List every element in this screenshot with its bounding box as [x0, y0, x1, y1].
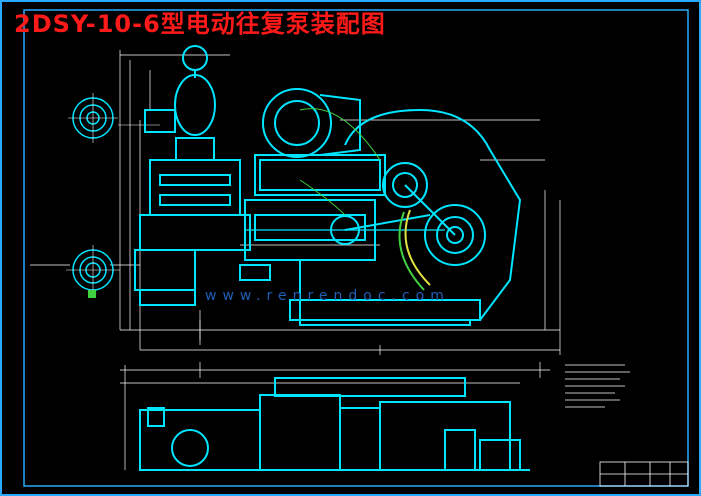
section-view-upper	[68, 93, 160, 143]
drawing-title: 2DSY-10-6型电动往复泵装配图	[14, 10, 386, 38]
inner-frame	[23, 9, 689, 487]
pump-front-view	[134, 45, 522, 326]
technical-notes	[565, 364, 630, 408]
watermark: www.renrendoc.com	[205, 288, 450, 304]
title-block	[599, 461, 689, 487]
crank-arc	[299, 108, 431, 291]
pump-plan-view	[139, 377, 530, 471]
section-view-lower	[66, 245, 120, 298]
